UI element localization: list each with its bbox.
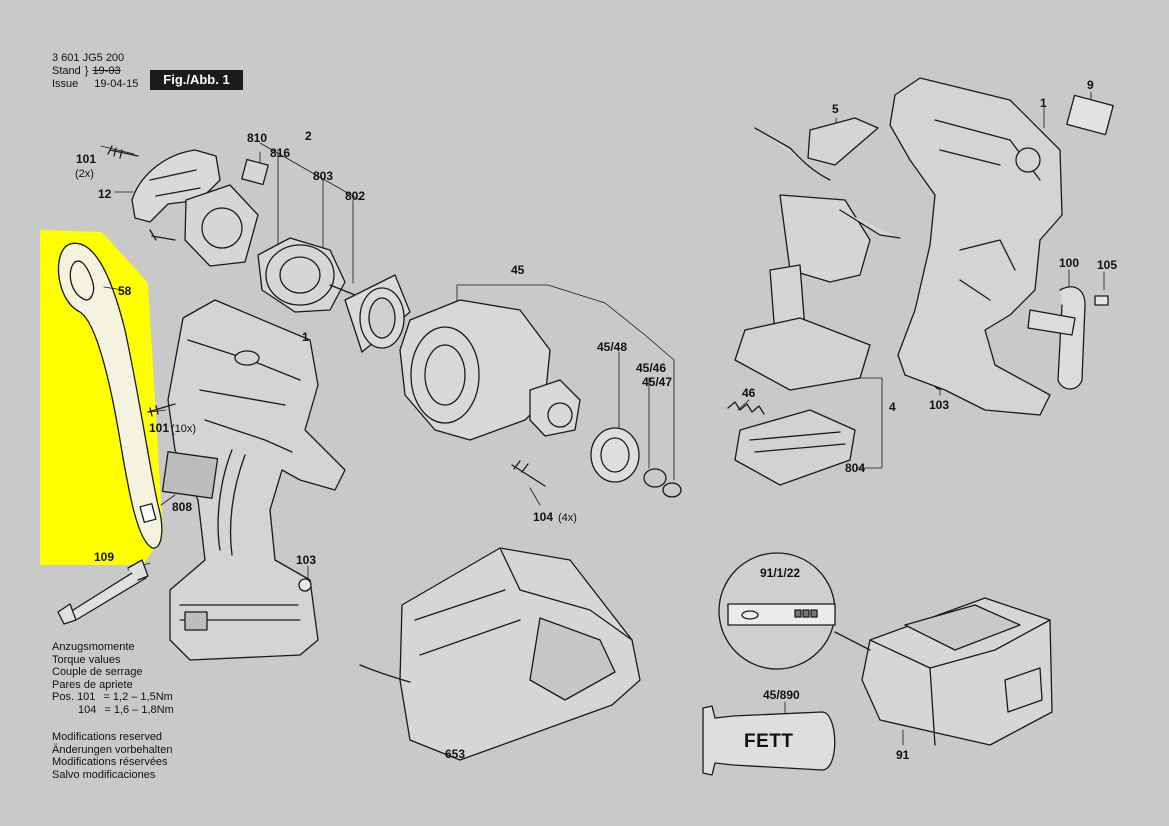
electronics-4 — [734, 317, 871, 486]
part-label-802: 802 — [345, 189, 366, 203]
part-label-109: 109 — [94, 550, 115, 564]
part-label-103: 103 — [929, 398, 950, 412]
stand-label: Stand — [52, 65, 81, 77]
cover-12 — [131, 149, 221, 223]
modifications-line: Modifications reserved — [52, 731, 163, 743]
brace: } — [84, 65, 89, 77]
part-label-103: 103 — [296, 553, 317, 567]
issue-label: Issue — [52, 78, 79, 90]
modifications-line: Modifications réservées — [52, 756, 168, 768]
strap-58 — [57, 242, 163, 549]
part-label-653: 653 — [445, 747, 466, 761]
gear-housing-45 — [399, 299, 581, 441]
part-label-45-890: 45/890 — [763, 688, 800, 702]
switch-assembly — [754, 117, 901, 336]
figure-badge: Fig./Abb. 1 — [150, 70, 243, 90]
part-label-12: 12 — [98, 187, 112, 201]
part-label-45-46: 45/46 — [636, 361, 667, 375]
part-label-4: 4 — [889, 400, 896, 414]
part-label-45: 45 — [511, 263, 525, 277]
part-label-45-48: 45/48 — [597, 340, 628, 354]
ring-802 — [344, 274, 411, 353]
modifications-note: Modifications reserved Änderungen vorbeh… — [52, 731, 172, 781]
part-label-45-47: 45/47 — [642, 375, 673, 389]
rings-45 — [590, 427, 682, 498]
label-detail-circle — [718, 552, 871, 670]
torque-pos-value: = 1,2 – 1,5Nm — [103, 691, 173, 703]
torque-values: Anzugsmomente Torque values Couple de se… — [52, 641, 174, 716]
part-label-105: 105 — [1097, 258, 1118, 272]
torque-line: Anzugsmomente — [52, 641, 135, 653]
part-label-810: 810 — [247, 131, 268, 145]
battery-91 — [861, 597, 1053, 746]
part-label-58: 58 — [118, 284, 132, 298]
part-label-1: 1 — [1040, 96, 1047, 110]
issue-date: 19-04-15 — [94, 78, 139, 90]
part-label-101: 101 — [76, 152, 97, 166]
spring-46 — [727, 401, 765, 415]
part-label-2: 2 — [305, 129, 312, 143]
torque-pos-label: Pos. 101 — [52, 691, 96, 703]
part-label-803: 803 — [313, 169, 334, 183]
part-label-816: 816 — [270, 146, 291, 160]
part-label-101: 101 — [149, 421, 170, 435]
grease-tube-45-890 — [702, 705, 836, 776]
housing-right-1 — [889, 77, 1114, 416]
part-label-9: 9 — [1087, 78, 1094, 92]
housing-left-1 — [161, 299, 346, 661]
part-label-808: 808 — [172, 500, 193, 514]
document-header: 3 601 JG5 200 Stand } 19-03 Issue 19-04-… — [52, 52, 138, 91]
part-label-1: 1 — [302, 330, 309, 344]
doc-code: 3 601 JG5 200 — [52, 52, 125, 64]
part-qty-note: (10x) — [171, 423, 197, 435]
modifications-line: Änderungen vorbehalten — [52, 743, 173, 756]
torque-line: Pares de apriete — [52, 678, 133, 691]
fett-label: FETT — [744, 731, 794, 752]
part-label-91: 91 — [896, 748, 910, 762]
leader-lines — [100, 91, 1105, 746]
belt-clip-100 — [1027, 286, 1086, 390]
part-qty-note: (4x) — [558, 512, 577, 524]
torque-line: Torque values — [52, 653, 121, 666]
part-label-46: 46 — [742, 386, 756, 400]
bit-109 — [57, 559, 149, 625]
part-label-104: 104 — [533, 510, 554, 524]
stand-date: 19-03 — [92, 65, 121, 77]
part-label-91-1-22: 91/1/22 — [760, 566, 801, 580]
part-label-804: 804 — [845, 461, 866, 475]
part-label-5: 5 — [832, 102, 839, 116]
part-qty-note: (2x) — [75, 168, 94, 180]
charger-653 — [359, 547, 641, 761]
motor-assembly — [184, 158, 356, 313]
torque-pos-value: = 1,6 – 1,8Nm — [104, 703, 174, 716]
torque-pos-label: 104 — [78, 703, 97, 716]
torque-line: Couple de serrage — [52, 666, 143, 678]
modifications-line: Salvo modificaciones — [52, 768, 156, 781]
part-label-100: 100 — [1059, 256, 1080, 270]
